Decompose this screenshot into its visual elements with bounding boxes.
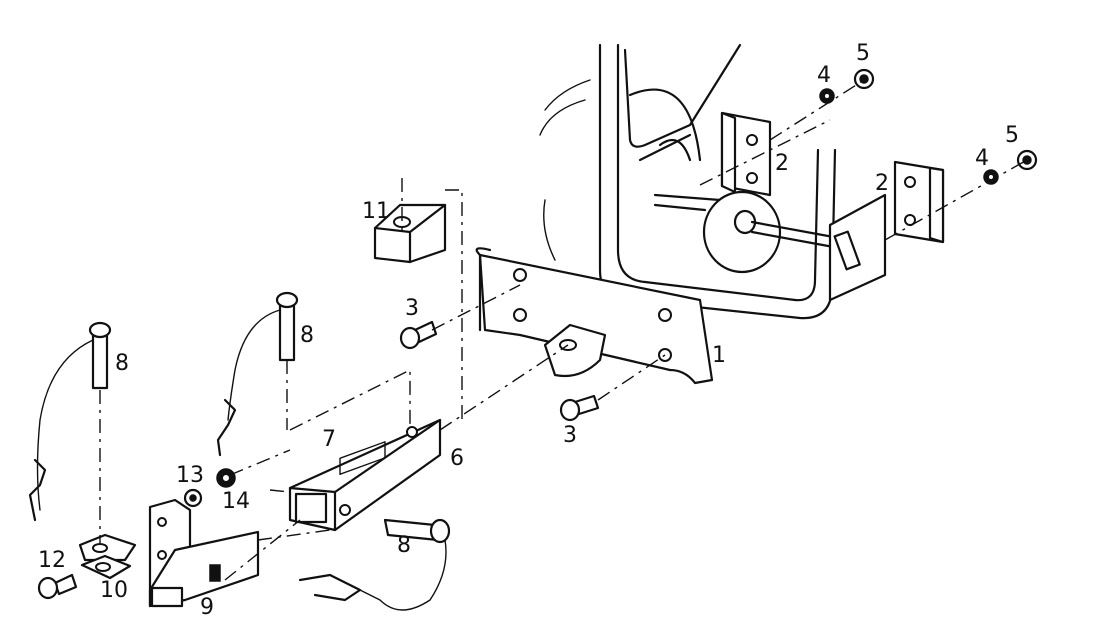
callout-2-upper: 2 — [775, 151, 789, 176]
part-7-label-plate — [339, 441, 386, 475]
part-8-pin-lower — [298, 518, 451, 611]
part-11-block — [373, 203, 447, 264]
callout-10: 10 — [100, 578, 128, 603]
callout-8-middle: 8 — [300, 323, 314, 348]
callout-8-lower: 8 — [397, 533, 411, 558]
part-1-mounting-plate — [475, 247, 714, 385]
callout-11: 11 — [362, 199, 390, 224]
part-5-nut-right — [1016, 149, 1038, 171]
axle-hub — [702, 190, 852, 274]
callout-9: 9 — [200, 595, 214, 620]
part-3-bolt-lower — [559, 394, 600, 422]
part-2-bracket-right — [893, 160, 945, 244]
callout-labels: 1 2 2 3 3 4 4 5 5 6 7 8 8 8 9 10 11 12 1… — [38, 41, 1019, 620]
callout-7: 7 — [322, 427, 336, 452]
callout-3-upper: 3 — [405, 296, 419, 321]
callout-6: 6 — [450, 446, 464, 471]
callout-3-lower: 3 — [563, 423, 577, 448]
callout-8-left: 8 — [115, 351, 129, 376]
part-2-bracket-upper — [720, 111, 772, 197]
callout-4-right: 4 — [975, 146, 989, 171]
callout-13: 13 — [176, 463, 204, 488]
part-12-bolt — [37, 573, 78, 600]
alignment-lines — [99, 79, 1028, 581]
callout-14: 14 — [222, 489, 250, 514]
part-3-bolt-upper — [399, 320, 438, 350]
part-8-pin-left — [28, 321, 112, 522]
rear-bracket-plate — [828, 193, 887, 302]
callout-2-right: 2 — [875, 171, 889, 196]
part-13-washer — [183, 488, 203, 508]
callout-5-right: 5 — [1005, 123, 1019, 148]
callout-5-upper: 5 — [856, 41, 870, 66]
part-14-nut — [216, 468, 236, 488]
part-8-pin-middle — [216, 291, 299, 457]
part-9-hitch-bracket — [148, 498, 260, 608]
tractor-frame — [539, 43, 837, 320]
part-5-nut-upper — [853, 68, 875, 90]
part-6-square-tube — [288, 418, 442, 532]
part-10-clevis-plate — [78, 533, 137, 580]
callout-4-upper: 4 — [817, 63, 831, 88]
callout-12: 12 — [38, 548, 66, 573]
part-4-washer-upper — [819, 88, 835, 104]
callout-1: 1 — [712, 343, 726, 368]
